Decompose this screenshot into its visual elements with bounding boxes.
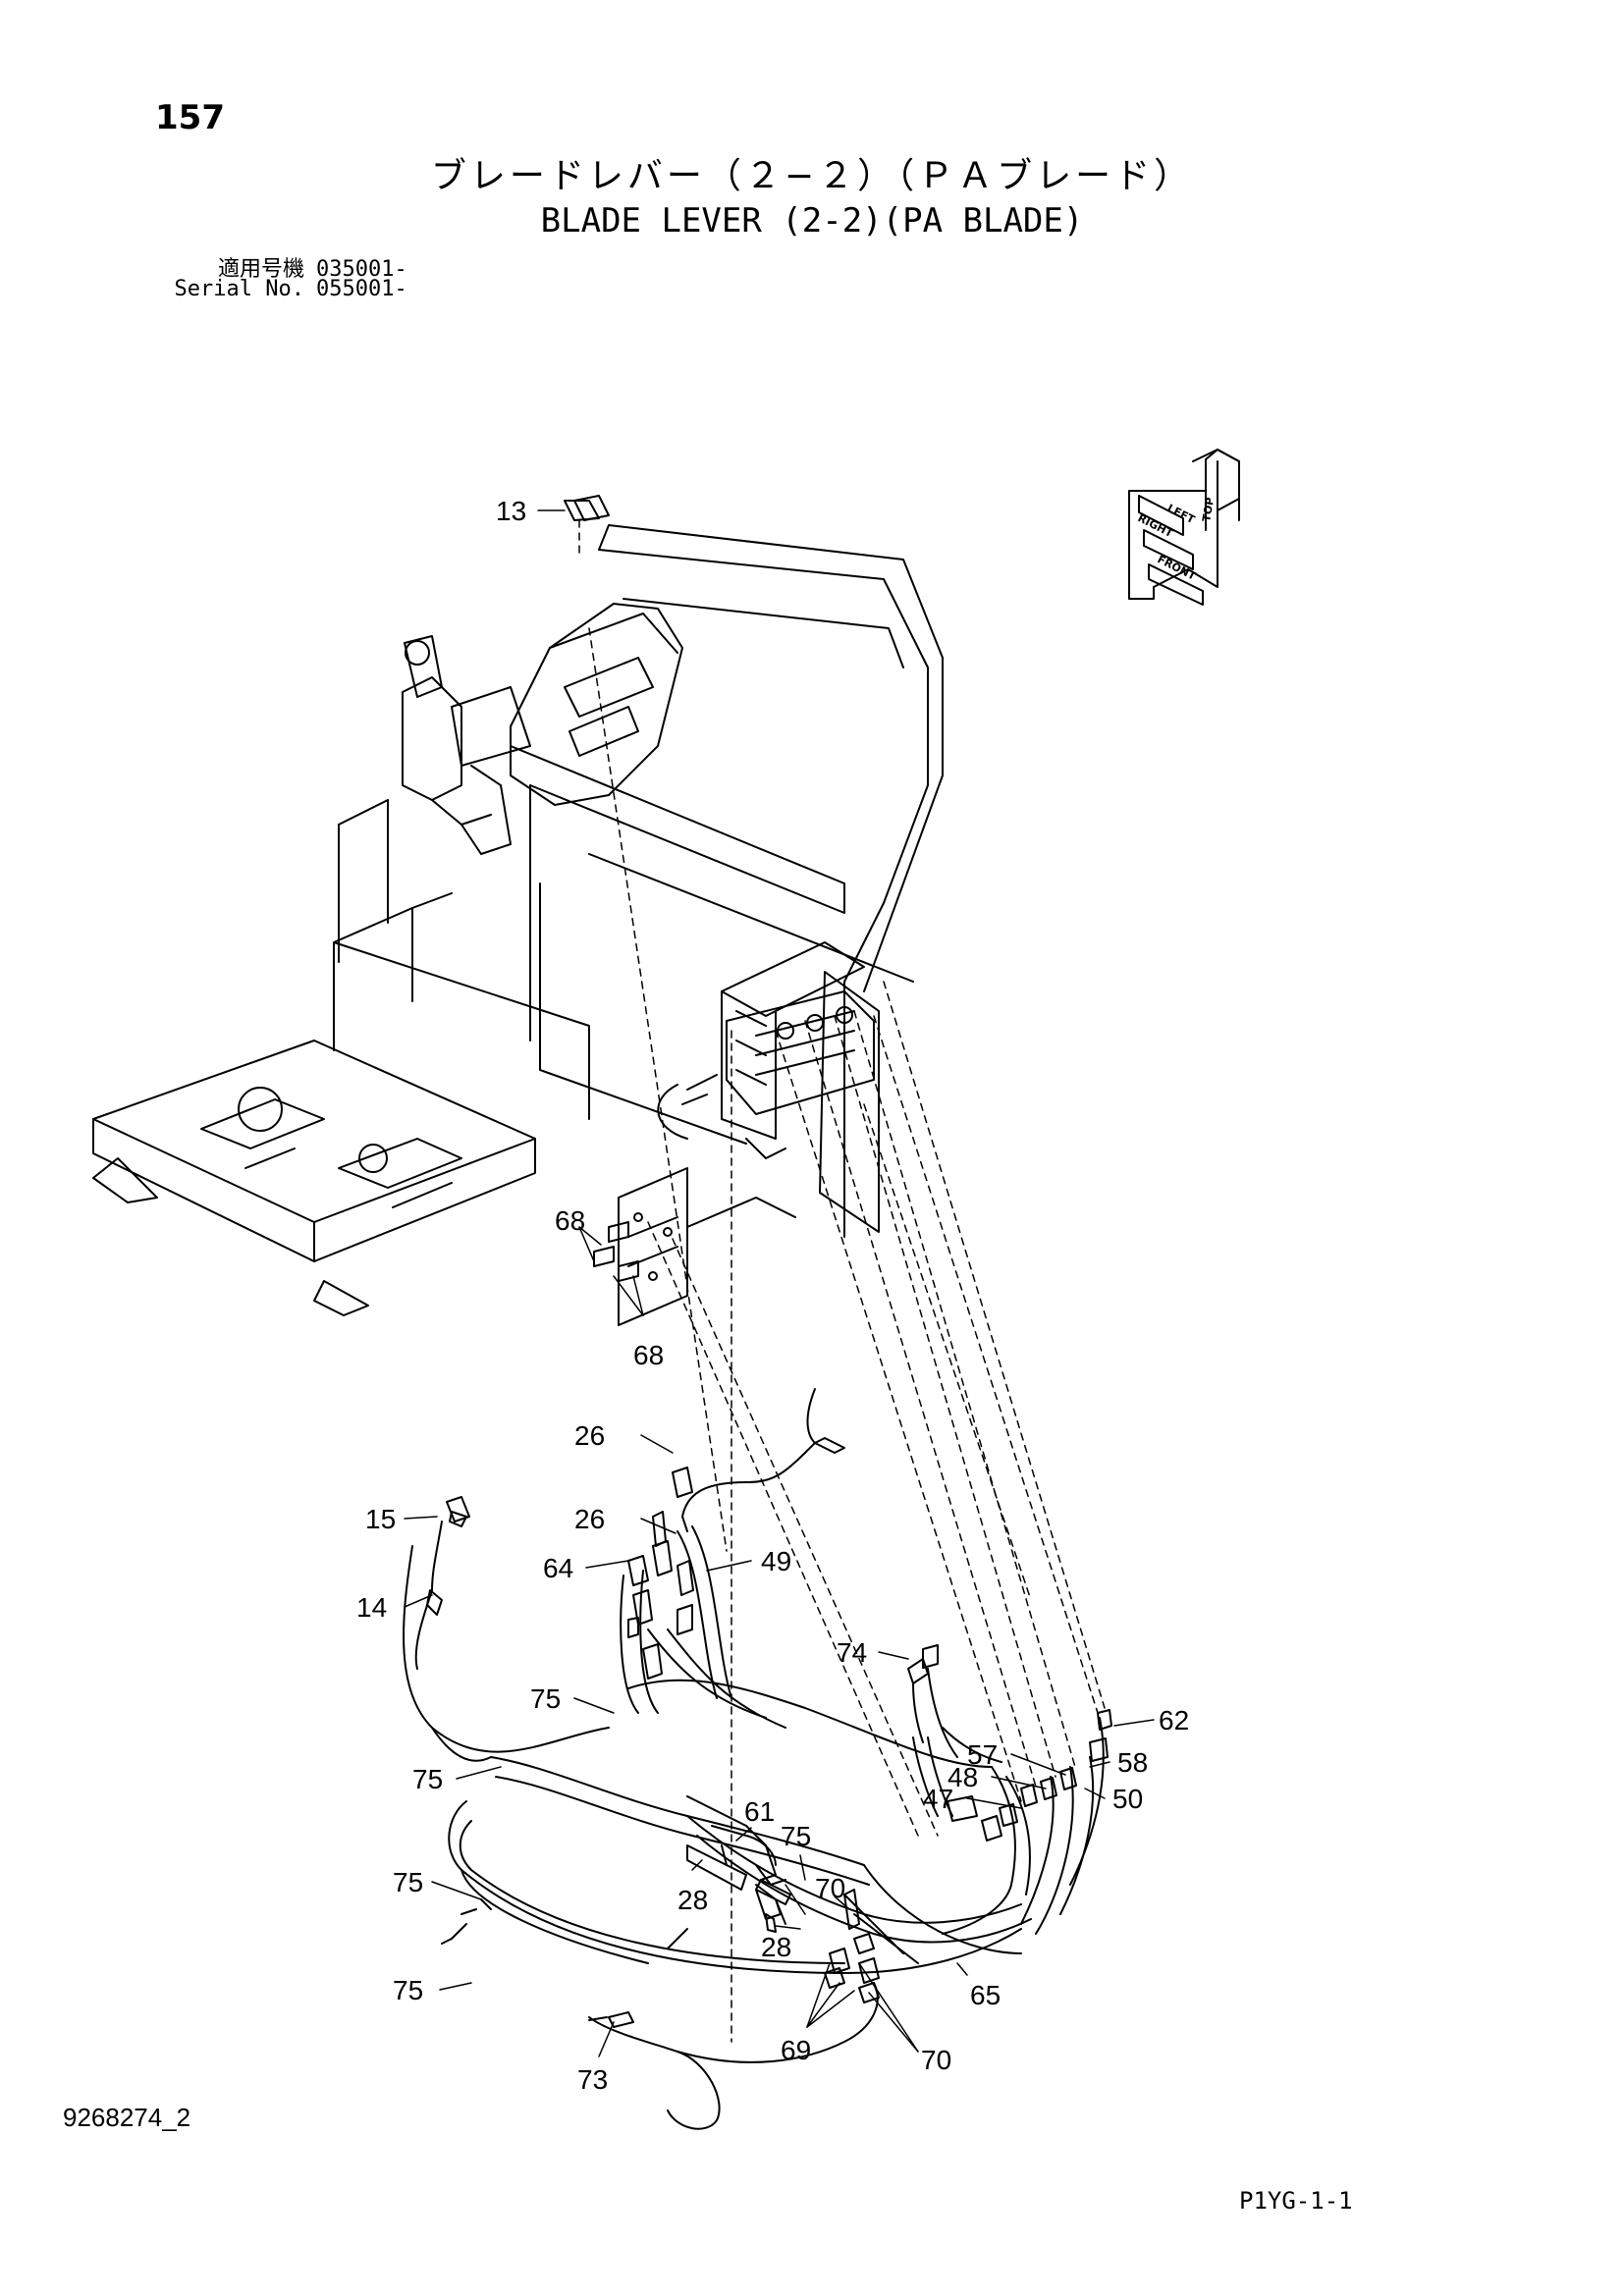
serial-en-label: Serial No.	[174, 277, 304, 301]
leader-lines	[578, 519, 1106, 2043]
callout-58: 58	[1117, 1747, 1148, 1778]
callout-47: 47	[923, 1784, 953, 1814]
orientation-left-label: LEFT	[1165, 502, 1198, 526]
seat-stand-frame	[92, 524, 944, 1326]
callout-75-d: 75	[393, 1867, 423, 1897]
callout-70-lower: 70	[921, 2045, 951, 2075]
callout-75-c: 75	[781, 1821, 811, 1851]
callout-68-upper: 68	[555, 1205, 585, 1236]
callout-15: 15	[365, 1504, 396, 1534]
title-japanese: ブレードレバー（２−２）（ＰＡブレード）	[430, 156, 1194, 196]
callout-13: 13	[496, 496, 526, 526]
callout-62: 62	[1159, 1705, 1189, 1735]
page-number: 157	[155, 98, 225, 137]
callout-69: 69	[781, 2035, 811, 2065]
callout-28-lower: 28	[761, 1932, 791, 1962]
pilot-valve-block	[657, 990, 875, 1140]
callout-48: 48	[947, 1762, 978, 1792]
callout-75-e: 75	[393, 1975, 423, 2005]
serial-range-japanese: 適用号機 035001-	[157, 251, 407, 283]
callout-70-upper: 70	[815, 1873, 845, 1903]
callout-26-upper: 26	[574, 1420, 605, 1451]
callout-49: 49	[761, 1546, 791, 1576]
callout-14: 14	[356, 1592, 387, 1623]
orientation-indicator	[1128, 449, 1240, 606]
hose-harness	[403, 1388, 1112, 2130]
serial-en-value: 055001-	[316, 277, 407, 301]
callout-74: 74	[837, 1637, 867, 1668]
callout-50: 50	[1112, 1784, 1143, 1814]
callout-57: 57	[967, 1739, 998, 1770]
callout-26-lower: 26	[574, 1504, 605, 1534]
callout-leaders	[404, 509, 1155, 2057]
serial-jp-label: 適用号機	[217, 257, 304, 282]
serial-range-english: Serial No. 055001-	[157, 277, 407, 301]
callout-75-b: 75	[412, 1764, 443, 1794]
callout-65: 65	[970, 1980, 1001, 2010]
serial-jp-value: 035001-	[316, 257, 407, 282]
callout-73: 73	[577, 2064, 608, 2095]
callout-75-a: 75	[530, 1683, 561, 1714]
callout-61: 61	[744, 1796, 775, 1827]
document-code: 9268274_2	[63, 2103, 191, 2132]
orientation-top-label: TOP	[1200, 497, 1217, 523]
callout-64: 64	[543, 1553, 573, 1583]
callout-28-upper: 28	[677, 1885, 708, 1915]
control-console	[402, 500, 683, 855]
sheet-code: P1YG-1-1	[1239, 2187, 1353, 2215]
callout-68-lower: 68	[633, 1340, 664, 1370]
small-parts	[446, 495, 693, 1522]
title-english: BLADE LEVER (2-2)(PA BLADE)	[540, 201, 1084, 240]
